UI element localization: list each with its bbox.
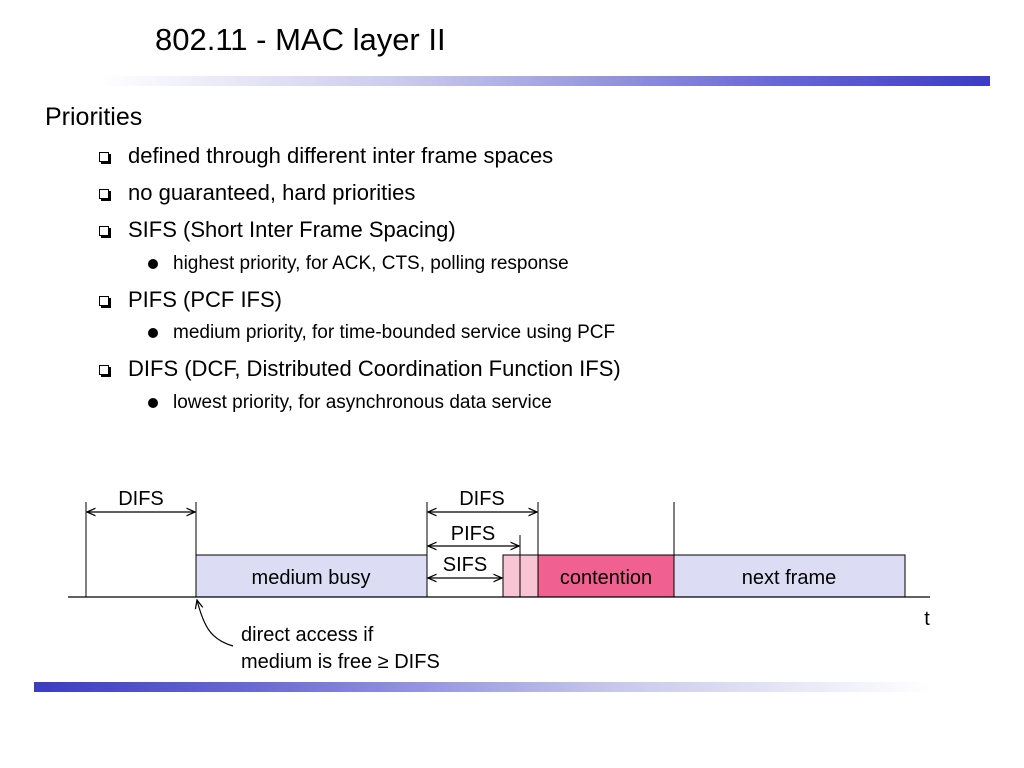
pifs-label: PIFS	[451, 523, 495, 545]
round-bullet-icon	[148, 328, 158, 338]
contention-label: contention	[560, 567, 652, 589]
bullet-text: DIFS (DCF, Distributed Coordination Func…	[128, 356, 621, 381]
round-bullet-icon	[148, 259, 158, 269]
sub-bullet-text: medium priority, for time-bounded servic…	[173, 322, 616, 343]
bullet-item: no guaranteed, hard priorities	[99, 180, 416, 206]
sifs-label: SIFS	[443, 554, 487, 576]
time-axis-label: t	[924, 608, 930, 630]
square-bullet-icon	[99, 296, 109, 306]
sub-bullet-item: highest priority, for ACK, CTS, polling …	[148, 252, 569, 276]
square-bullet-icon	[99, 152, 109, 162]
round-bullet-icon	[148, 398, 158, 408]
medium-busy-label: medium busy	[252, 567, 371, 589]
sub-bullet-item: medium priority, for time-bounded servic…	[148, 321, 616, 345]
bullet-item: DIFS (DCF, Distributed Coordination Func…	[99, 356, 621, 382]
next-frame-block	[673, 554, 906, 598]
sub-bullet-text: lowest priority, for asynchronous data s…	[173, 392, 552, 413]
bullet-text: SIFS (Short Inter Frame Spacing)	[128, 217, 456, 242]
bullet-item: SIFS (Short Inter Frame Spacing)	[99, 217, 456, 243]
section-heading: Priorities	[45, 103, 143, 131]
note-line-1: direct access if	[241, 624, 374, 646]
sub-bullet-item: lowest priority, for asynchronous data s…	[148, 391, 552, 415]
difs-left-label: DIFS	[118, 488, 164, 510]
square-bullet-icon	[99, 226, 109, 236]
footer-divider	[34, 682, 930, 692]
difs-right-label: DIFS	[459, 488, 505, 510]
sub-bullet-text: highest priority, for ACK, CTS, polling …	[173, 253, 569, 274]
bullet-item: defined through different inter frame sp…	[99, 143, 554, 169]
square-bullet-icon	[99, 365, 109, 375]
difs-slot	[519, 554, 539, 598]
direct-access-pointer	[197, 600, 234, 647]
bullet-item: PIFS (PCF IFS)	[99, 287, 282, 313]
slide-title: 802.11 - MAC layer II	[155, 22, 446, 57]
bullet-text: defined through different inter frame sp…	[128, 143, 554, 168]
bullet-text: no guaranteed, hard priorities	[128, 180, 416, 205]
square-bullet-icon	[99, 189, 109, 199]
note-line-2: medium is free ≥ DIFS	[241, 651, 440, 673]
bullet-text: PIFS (PCF IFS)	[128, 287, 282, 312]
title-divider	[100, 76, 990, 86]
next-frame-label: next frame	[742, 567, 836, 589]
pifs-slot	[502, 554, 521, 598]
